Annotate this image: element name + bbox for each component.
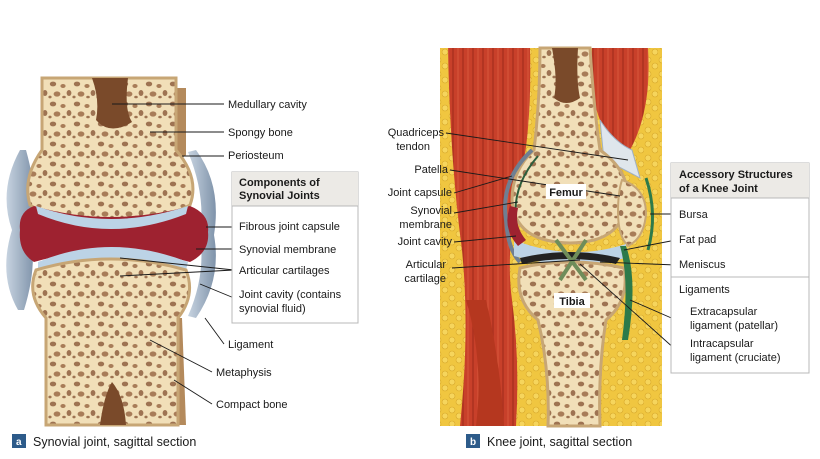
lower-bone	[31, 257, 192, 427]
label-metaphysis: Metaphysis	[216, 367, 272, 379]
caption-b-text: Knee joint, sagittal section	[487, 435, 632, 449]
label-femur: Femur	[549, 187, 583, 199]
panel-b-illustration	[440, 46, 662, 428]
item-ligaments: Ligaments	[679, 284, 730, 296]
label-periosteum: Periosteum	[228, 150, 284, 162]
quadriceps-muscle	[591, 48, 649, 150]
item-fat-pad: Fat pad	[679, 234, 716, 246]
articular-cartilage-lower	[38, 247, 188, 270]
label-joint-cavity: Joint cavity	[398, 236, 453, 248]
accessory-structures-box: Accessory Structures of a Knee Joint Bur…	[670, 162, 810, 374]
patella-bone	[616, 178, 648, 248]
femur-bone	[510, 46, 630, 245]
accessory-box-title-1: Accessory Structures	[679, 169, 793, 181]
label-medullary-cavity: Medullary cavity	[228, 99, 307, 111]
item-bursa: Bursa	[679, 209, 709, 221]
femur-label-bg	[546, 184, 586, 199]
tibia-label-bg	[554, 293, 590, 308]
components-box-title-1: Components of	[239, 177, 320, 189]
label-joint-capsule: Joint capsule	[388, 187, 452, 199]
caption-a-text: Synovial joint, sagittal section	[33, 435, 196, 449]
label-tibia: Tibia	[559, 296, 585, 308]
item-intracapsular-line2: ligament (cruciate)	[690, 352, 780, 364]
accessory-box-title-2: of a Knee Joint	[679, 183, 758, 195]
item-extracapsular-line1: Extracapsular	[690, 306, 758, 318]
articular-cartilage-upper	[36, 206, 188, 229]
label-articular-line2: cartilage	[404, 273, 446, 285]
components-box-title-2: Synovial Joints	[239, 190, 320, 202]
panel-b-leaders	[445, 132, 677, 351]
item-joint-cavity-line2: synovial fluid)	[239, 303, 306, 315]
caption-b: b Knee joint, sagittal section	[466, 434, 632, 449]
label-quadriceps-line1: Quadriceps	[388, 127, 445, 139]
badge-b	[466, 434, 480, 448]
label-compact-bone: Compact bone	[216, 399, 288, 411]
label-ligament: Ligament	[228, 339, 273, 351]
label-patella: Patella	[414, 164, 449, 176]
medullary-cavity-shape	[92, 78, 132, 129]
item-intracapsular-line1: Intracapsular	[690, 338, 754, 350]
patellar-ligament	[620, 246, 633, 340]
label-spongy-bone: Spongy bone	[228, 127, 293, 139]
label-quadriceps-line2: tendon	[396, 141, 430, 153]
tibia-bone	[517, 260, 627, 428]
label-synovial-line2: membrane	[399, 219, 452, 231]
item-synovial-membrane: Synovial membrane	[239, 244, 336, 256]
item-extracapsular-line2: ligament (patellar)	[690, 320, 778, 332]
components-box: Components of Synovial Joints Fibrous jo…	[231, 171, 359, 324]
item-joint-cavity-line1: Joint cavity (contains	[239, 289, 342, 301]
panel-a-leaders	[112, 103, 235, 405]
label-synovial-line1: Synovial	[410, 205, 452, 217]
badge-a	[12, 434, 26, 448]
panel-a-illustration	[6, 76, 216, 427]
item-meniscus: Meniscus	[679, 259, 726, 271]
badge-b-letter: b	[470, 437, 476, 448]
item-fibrous-joint-capsule: Fibrous joint capsule	[239, 221, 340, 233]
posterior-muscle-lower	[466, 300, 504, 426]
femur-marrow	[552, 48, 580, 103]
label-articular-line1: Articular	[406, 259, 447, 271]
caption-a: a Synovial joint, sagittal section	[12, 434, 196, 449]
item-articular-cartilages: Articular cartilages	[239, 265, 330, 277]
badge-a-letter: a	[16, 437, 22, 448]
medullary-cavity-lower	[100, 382, 126, 425]
joint-capsule-outline	[503, 148, 534, 264]
